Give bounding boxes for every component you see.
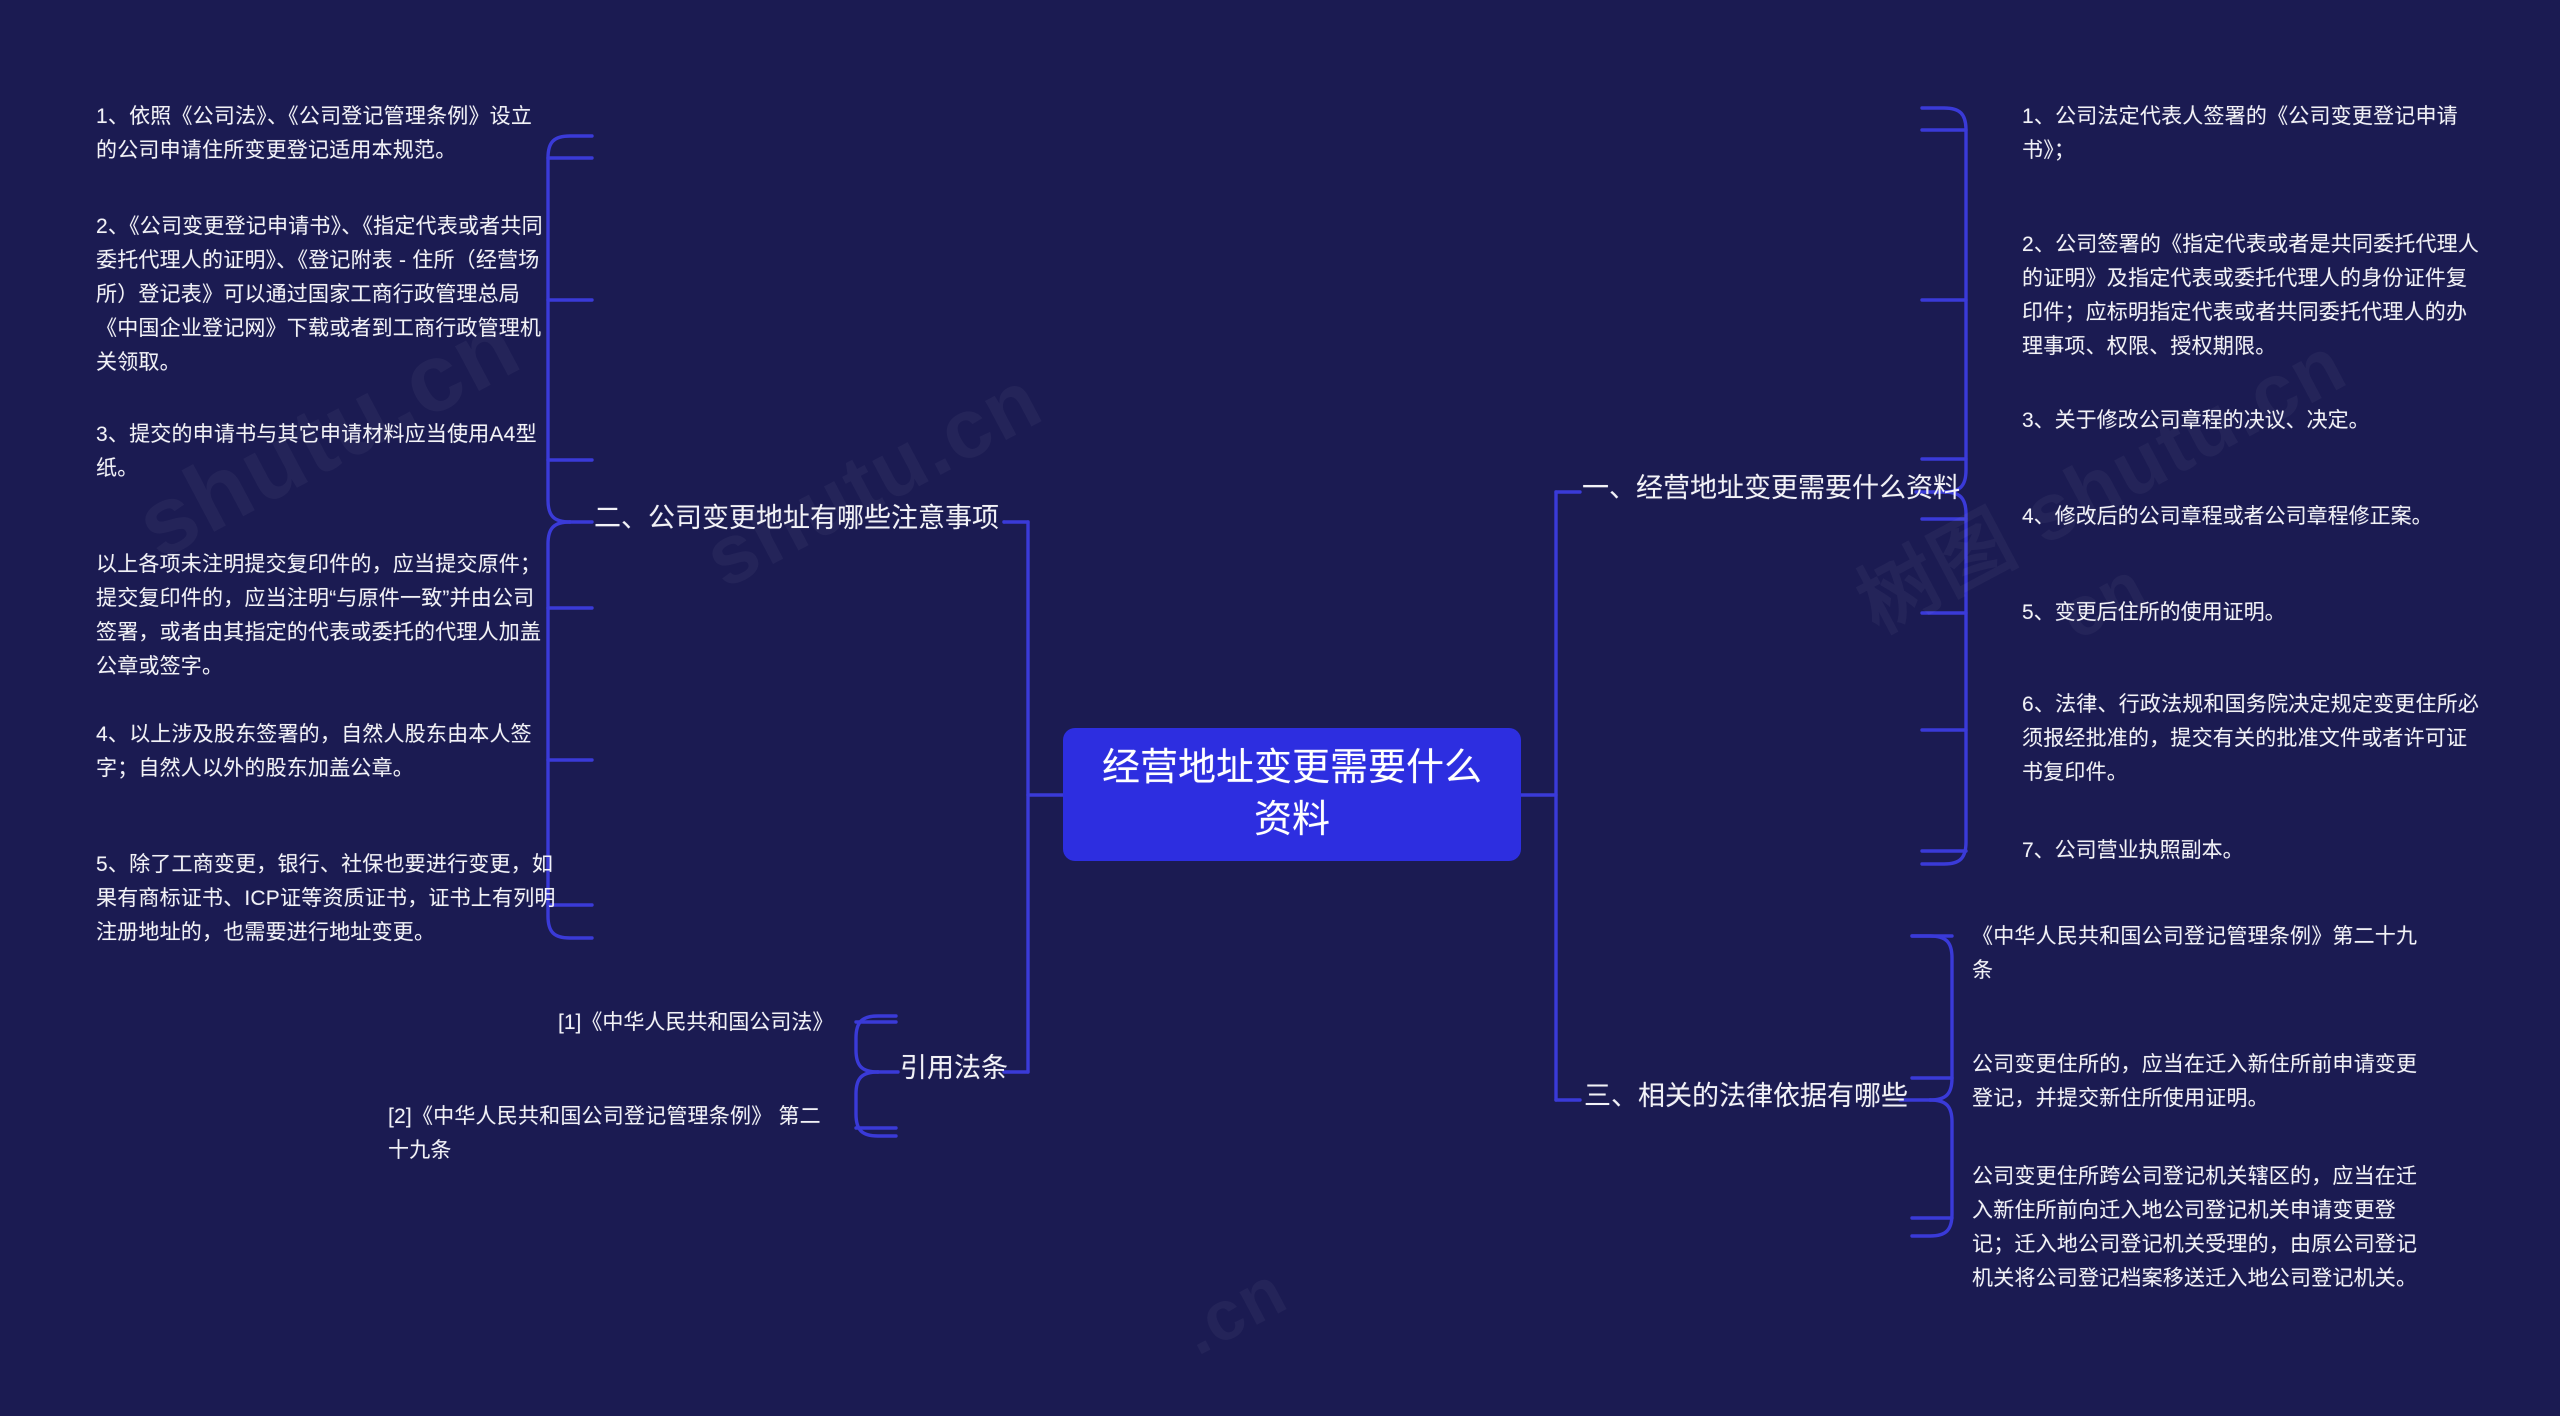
leaf-materials-5[interactable]: 5、变更后住所的使用证明。 [2022, 601, 2286, 624]
leaf-legal-2[interactable]: 公司变更住所的，应当在迁入新住所前申请变更登记，并提交新住所使用证明。 [1972, 1053, 2418, 1111]
leaf-materials-2[interactable]: 2、公司签署的《指定代表或者是共同委托代理人的证明》及指定代表或委托代理人的身份… [2022, 233, 2480, 359]
leaf-citation-2[interactable]: [2]《中华人民共和国公司登记管理条例》 第二十九条 [388, 1105, 821, 1163]
leaf-notes-4[interactable]: 以上各项未注明提交复印件的，应当提交原件；提交复印件的，应当注明“与原件一致”并… [96, 553, 542, 679]
leaf-notes-5[interactable]: 4、以上涉及股东签署的，自然人股东由本人签字；自然人以外的股东加盖公章。 [96, 723, 532, 781]
branch-label-notes[interactable]: 二、公司变更地址有哪些注意事项 [594, 503, 999, 533]
leaf-legal-3[interactable]: 公司变更住所跨公司登记机关辖区的，应当在迁入新住所前向迁入地公司登记机关申请变更… [1972, 1165, 2418, 1291]
watermark: shutu.cn [689, 350, 1058, 607]
root-node[interactable]: 经营地址变更需要什么资料 [1063, 728, 1521, 861]
leaf-notes-3[interactable]: 3、提交的申请书与其它申请材料应当使用A4型纸。 [96, 423, 537, 481]
leaf-materials-6[interactable]: 6、法律、行政法规和国务院决定规定变更住所必须报经批准的，提交有关的批准文件或者… [2022, 693, 2480, 785]
branch-label-legal-basis[interactable]: 三、相关的法律依据有哪些 [1584, 1081, 1908, 1111]
leaf-materials-7[interactable]: 7、公司营业执照副本。 [2022, 839, 2244, 862]
branch-label-materials[interactable]: 一、经营地址变更需要什么资料 [1582, 473, 1960, 503]
leaf-legal-1[interactable]: 《中华人民共和国公司登记管理条例》第二十九条 [1972, 925, 2418, 983]
leaf-notes-1[interactable]: 1、依照《公司法》、《公司登记管理条例》设立的公司申请住所变更登记适用本规范。 [96, 105, 533, 163]
leaf-materials-1[interactable]: 1、公司法定代表人签署的《公司变更登记申请书》； [2022, 105, 2458, 163]
watermark: .cn [1167, 1250, 1299, 1371]
leaf-citation-1[interactable]: [1]《中华人民共和国公司法》 [558, 1011, 834, 1034]
root-node-title: 经营地址变更需要什么资料 [1101, 747, 1482, 841]
leaf-materials-3[interactable]: 3、关于修改公司章程的决议、决定。 [2022, 409, 2370, 432]
leaf-materials-4[interactable]: 4、修改后的公司章程或者公司章程修正案。 [2022, 505, 2433, 528]
branch-label-citations[interactable]: 引用法条 [900, 1053, 1008, 1083]
leaf-notes-6[interactable]: 5、除了工商变更，银行、社保也要进行变更，如果有商标证书、ICP证等资质证书，证… [96, 853, 556, 945]
leaf-notes-2[interactable]: 2、《公司变更登记申请书》、《指定代表或者共同委托代理人的证明》、《登记附表 -… [96, 215, 543, 375]
